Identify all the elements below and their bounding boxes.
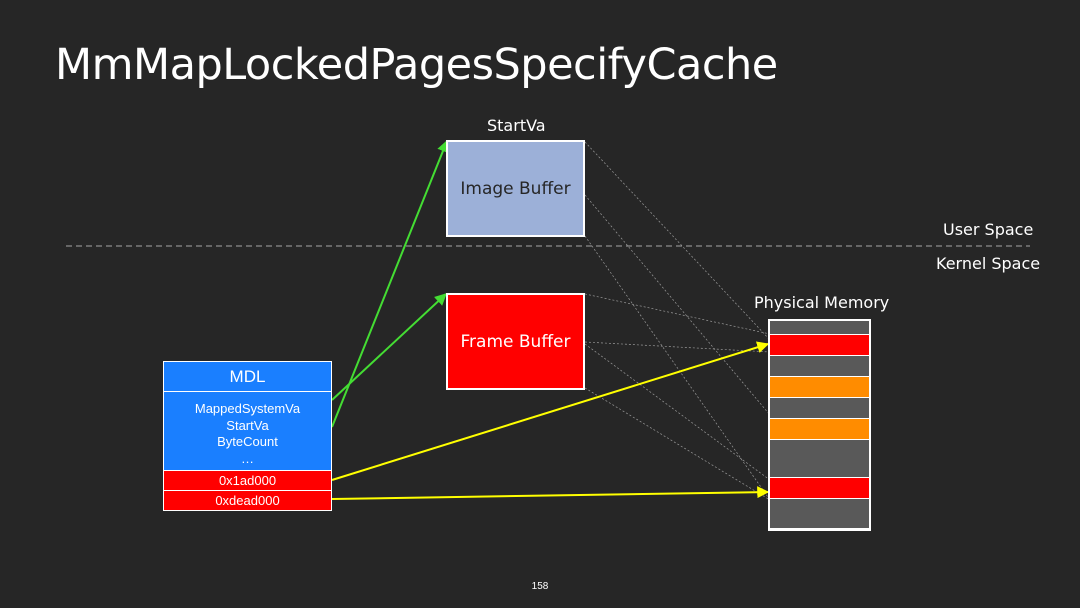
physical-page [770, 478, 869, 499]
arrow-pfn-1ad000 [331, 341, 770, 481]
mdl-structure: MDL MappedSystemVa StartVa ByteCount … 0… [163, 361, 332, 511]
physical-memory-label: Physical Memory [754, 293, 890, 312]
arrow-pfn-dead000 [331, 486, 770, 500]
mdl-field-ellipsis: … [241, 450, 254, 466]
frame-buffer: Frame Buffer [446, 293, 585, 390]
physical-page [770, 398, 869, 419]
mdl-header: MDL [164, 362, 331, 392]
slide-title: MmMapLockedPagesSpecifyCache [55, 40, 778, 90]
frame-buffer-label: Frame Buffer [460, 331, 571, 352]
physical-page [770, 499, 869, 528]
arrow-to-image-buffer [331, 139, 449, 428]
physical-page [770, 377, 869, 398]
mdl-field-startva: StartVa [226, 417, 269, 433]
mdl-field-mappedsystemva: MappedSystemVa [194, 401, 301, 416]
physical-page [770, 419, 869, 440]
mdl-pfn-1ad000: 0x1ad000 [164, 471, 331, 490]
physical-memory-column [768, 319, 871, 531]
startva-label: StartVa [487, 116, 546, 135]
user-space-label: User Space [943, 220, 1034, 239]
physical-page [770, 335, 869, 356]
physical-page [770, 356, 869, 377]
image-buffer: Image Buffer [446, 140, 585, 237]
buffer-page-mapping-lines [584, 141, 771, 501]
mdl-fields: MappedSystemVa StartVa ByteCount … [164, 392, 331, 471]
mdl-pfn-dead000: 0xdead000 [164, 490, 331, 510]
physical-page [770, 321, 869, 335]
mdl-field-bytecount: ByteCount [217, 434, 278, 449]
kernel-space-label: Kernel Space [936, 254, 1041, 273]
image-buffer-label: Image Buffer [460, 178, 571, 199]
arrow-to-frame-buffer [331, 293, 447, 401]
page-number: 158 [531, 581, 549, 592]
physical-page [770, 440, 869, 478]
